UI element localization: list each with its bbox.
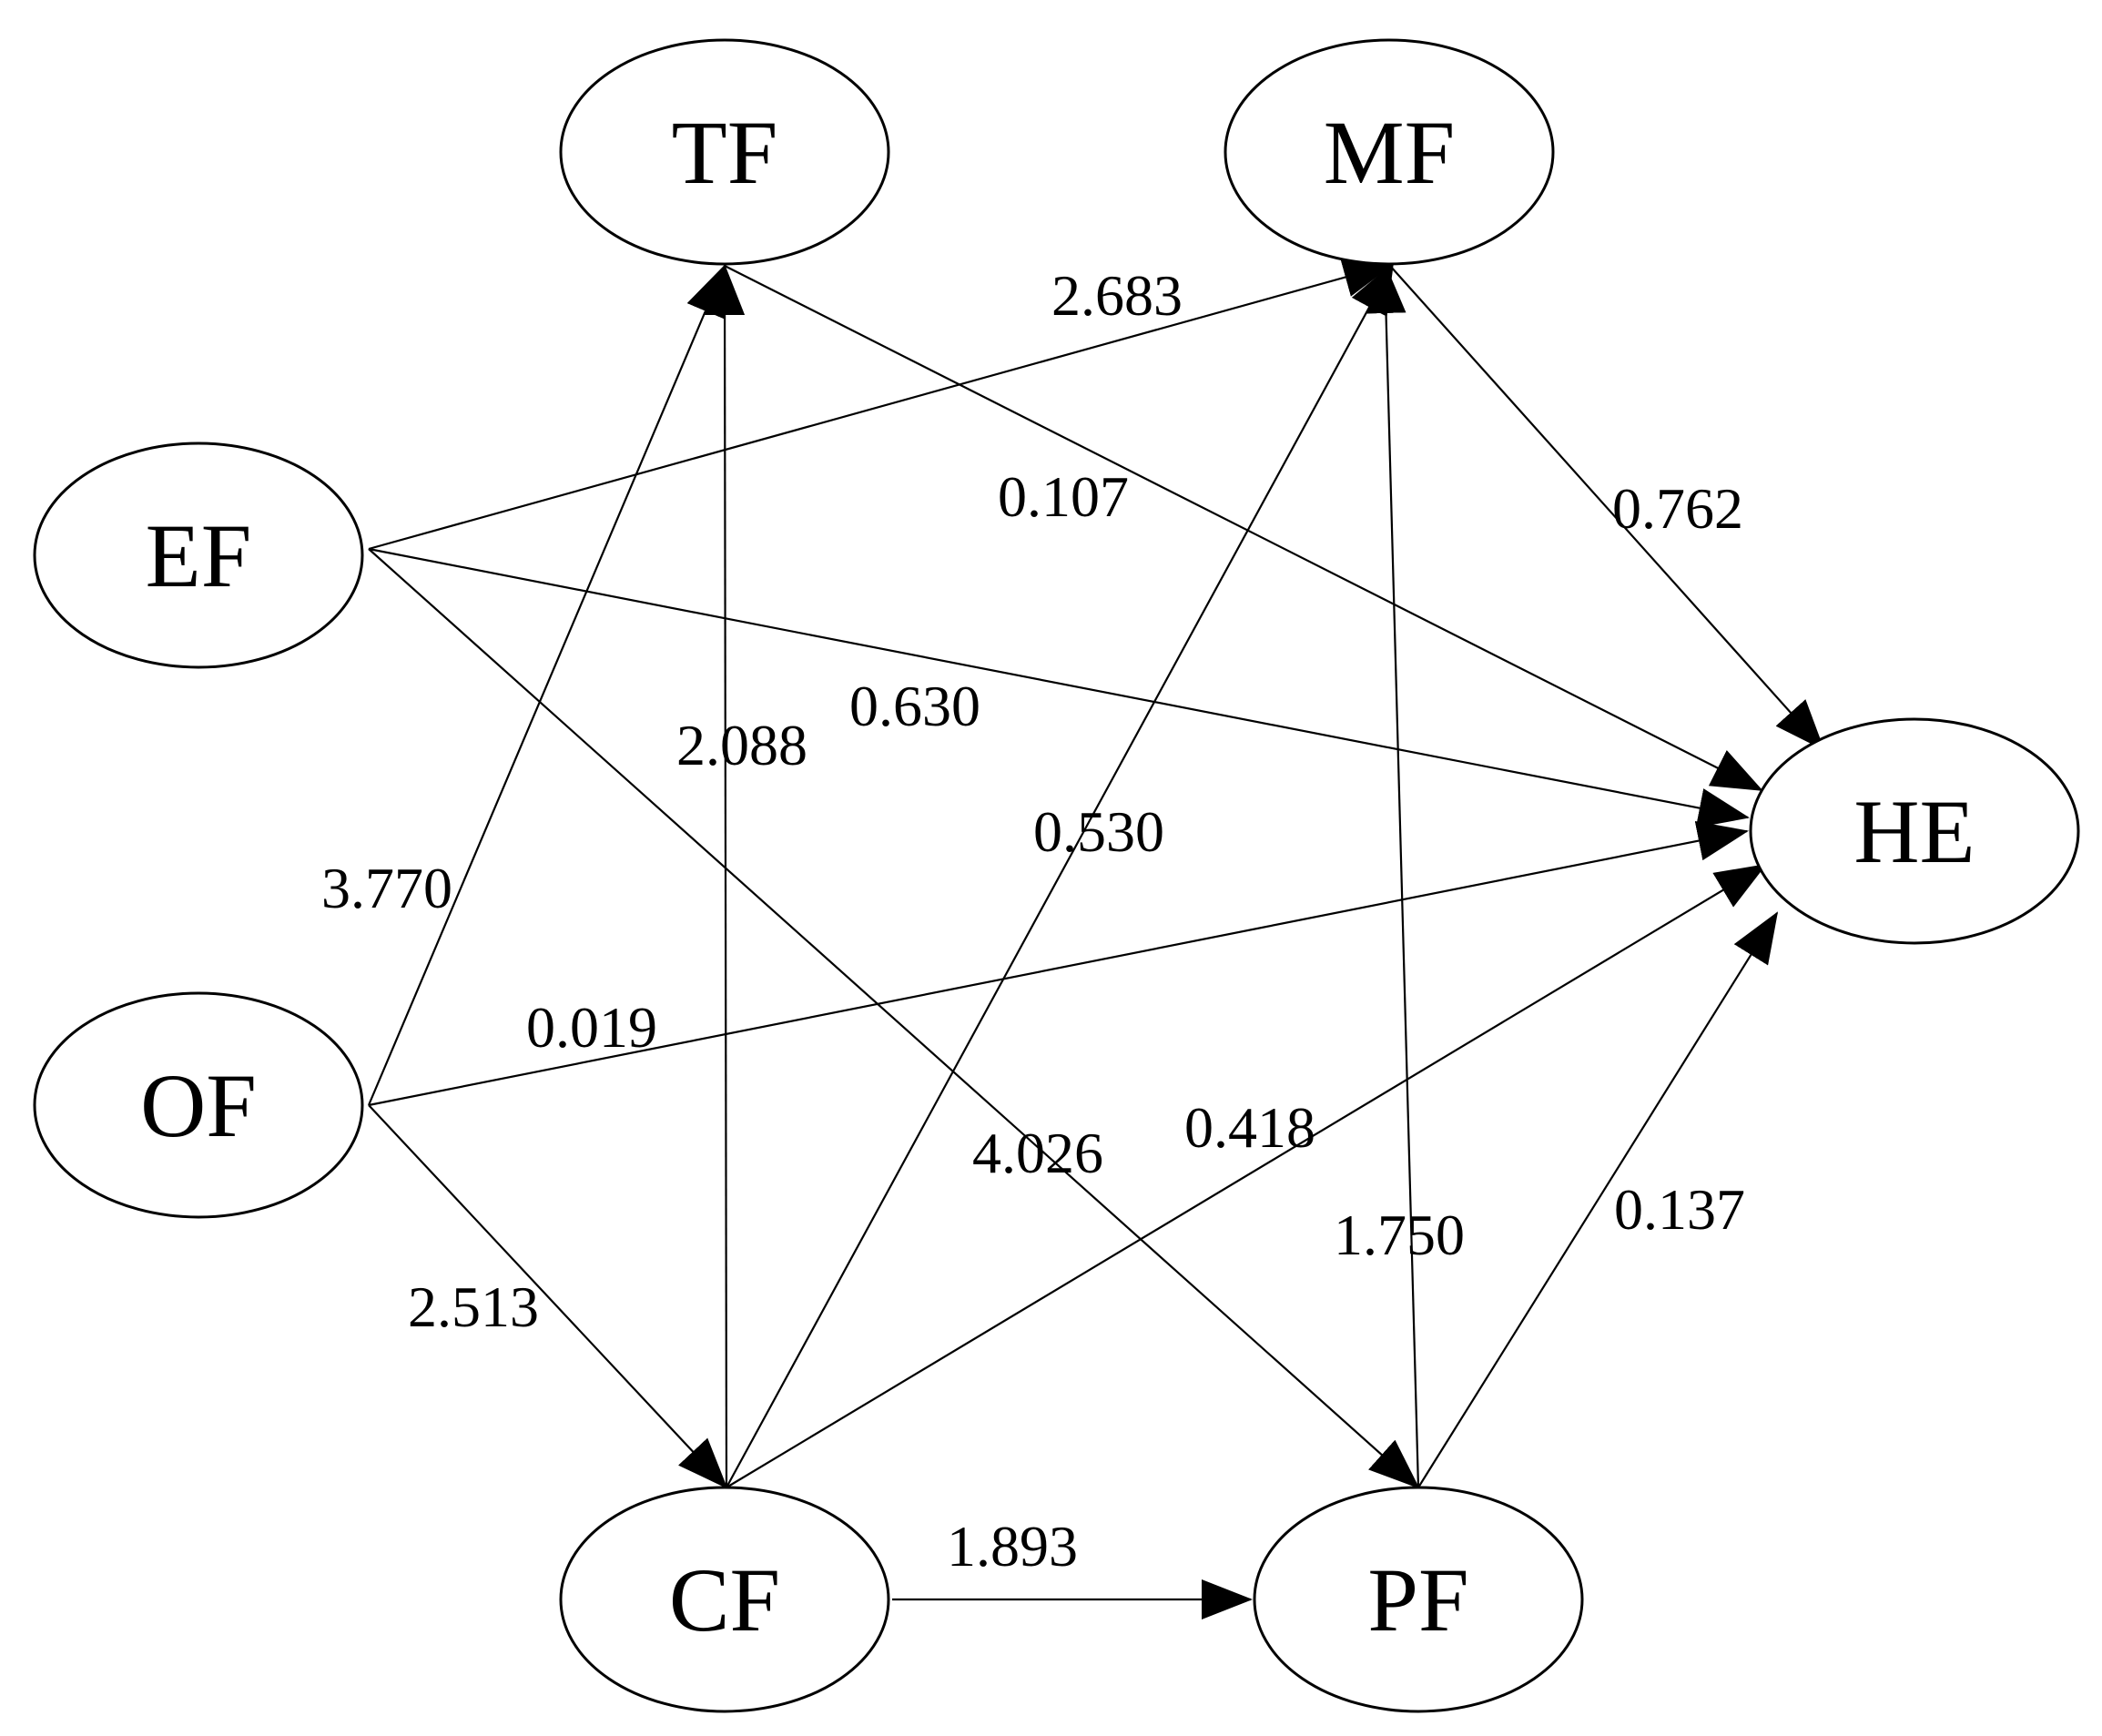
node-ellipse-tf bbox=[559, 38, 890, 266]
edge-weight-ef-to-pf: 4.026 bbox=[972, 1121, 1103, 1185]
node-mf: MF bbox=[1224, 38, 1555, 266]
edge-weight-of-to-he: 0.019 bbox=[526, 995, 657, 1060]
node-ellipse-he bbox=[1749, 717, 2080, 945]
node-label-of: OF bbox=[140, 1055, 257, 1156]
edge-arrow-of-to-cf bbox=[368, 1104, 728, 1489]
edge-arrow-mf-to-he bbox=[1389, 265, 1825, 751]
edge-arrow-ef-to-pf bbox=[368, 548, 1420, 1489]
node-ellipse-mf bbox=[1224, 38, 1555, 266]
edge-weight-tf-to-he: 0.107 bbox=[998, 464, 1129, 529]
node-ef: EF bbox=[33, 442, 364, 669]
edge-arrow-tf-to-he bbox=[724, 265, 1763, 791]
edge-weight-ef-to-he: 0.630 bbox=[849, 674, 980, 738]
edge-arrow-ef-to-mf bbox=[368, 258, 1395, 551]
edge-arrow-of-to-tf bbox=[367, 264, 726, 1106]
edge-weight-pf-to-he: 0.137 bbox=[1614, 1177, 1745, 1242]
node-label-cf: CF bbox=[669, 1549, 780, 1650]
edge-arrow-cf-to-mf bbox=[726, 262, 1394, 1488]
edge-weight-pf-to-mf: 1.750 bbox=[1334, 1203, 1465, 1267]
edge-weight-cf-to-tf: 2.088 bbox=[676, 713, 807, 777]
node-cf: CF bbox=[559, 1486, 890, 1713]
node-label-pf: PF bbox=[1367, 1549, 1468, 1650]
node-ellipse-pf bbox=[1253, 1486, 1584, 1713]
node-ellipse-ef bbox=[33, 442, 364, 669]
node-of: OF bbox=[33, 991, 364, 1219]
node-label-tf: TF bbox=[672, 102, 778, 203]
node-tf: TF bbox=[559, 38, 890, 266]
edge-arrow-cf-to-tf bbox=[705, 264, 746, 1488]
edge-arrow-of-to-he bbox=[368, 820, 1749, 1107]
node-he: HE bbox=[1749, 717, 2080, 945]
edge-weight-of-to-cf: 2.513 bbox=[408, 1274, 539, 1339]
edge-arrow-cf-to-he bbox=[726, 863, 1767, 1488]
edge-weight-cf-to-pf: 1.893 bbox=[947, 1514, 1078, 1579]
node-label-mf: MF bbox=[1324, 102, 1456, 203]
node-label-ef: EF bbox=[146, 505, 252, 606]
node-pf: PF bbox=[1253, 1486, 1584, 1713]
edge-arrow-ef-to-he bbox=[368, 547, 1750, 828]
edge-weight-cf-to-mf: 0.530 bbox=[1033, 799, 1164, 864]
node-label-he: HE bbox=[1853, 781, 1975, 882]
edge-weight-cf-to-he: 0.418 bbox=[1184, 1095, 1315, 1160]
edge-arrow-pf-to-mf bbox=[1366, 262, 1420, 1488]
edge-weight-ef-to-mf: 2.683 bbox=[1051, 263, 1183, 328]
edge-weight-mf-to-he: 0.762 bbox=[1612, 476, 1743, 541]
edge-weight-of-to-tf: 3.770 bbox=[321, 856, 452, 920]
edge-arrow-pf-to-he bbox=[1417, 911, 1779, 1488]
node-ellipse-cf bbox=[559, 1486, 890, 1713]
node-ellipse-of bbox=[33, 991, 364, 1219]
